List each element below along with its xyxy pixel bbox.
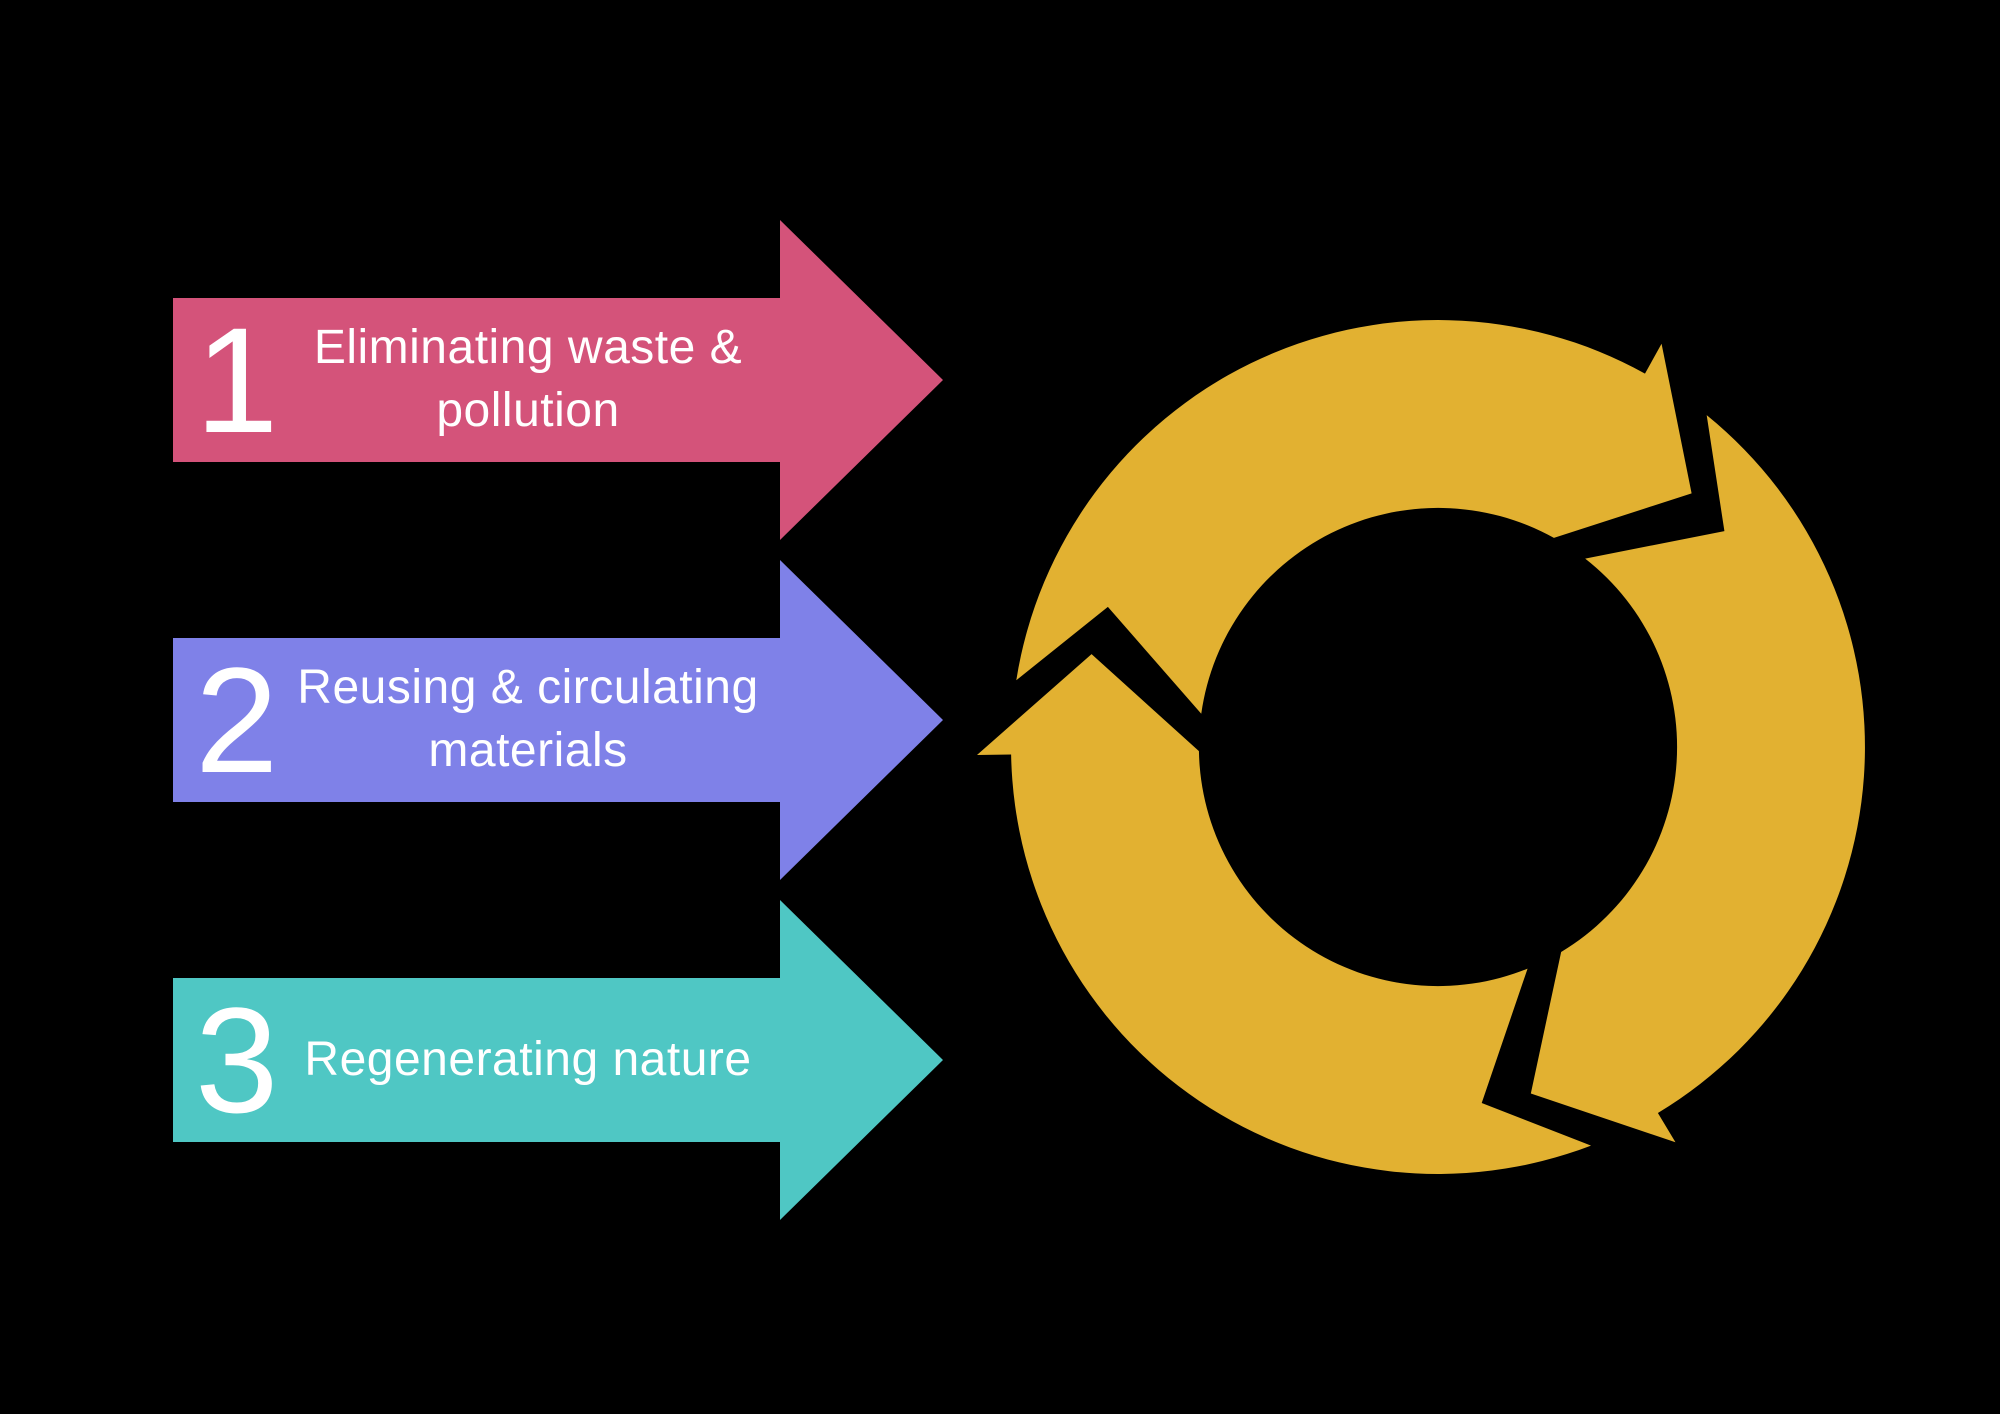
step-label: Eliminating waste & pollution [313,321,743,437]
step-number: 1 [195,296,279,464]
step-arrow-1: 1 Eliminating waste & pollution [173,220,943,540]
step-number: 2 [195,636,279,804]
circular-arrows-icon [976,320,1865,1174]
cycle-segment-left [976,654,1592,1174]
step-label: Regenerating nature [304,1032,752,1086]
step-label: Reusing & circulating materials [297,661,759,777]
cycle-segments [976,320,1865,1174]
step-number: 3 [195,976,279,1144]
cycle-segment-right [1530,415,1865,1143]
step-arrow-2: 2 Reusing & circulating materials [173,560,943,880]
cycle-segment-top [1016,320,1692,714]
step-arrow-3: 3 Regenerating nature [173,900,943,1220]
